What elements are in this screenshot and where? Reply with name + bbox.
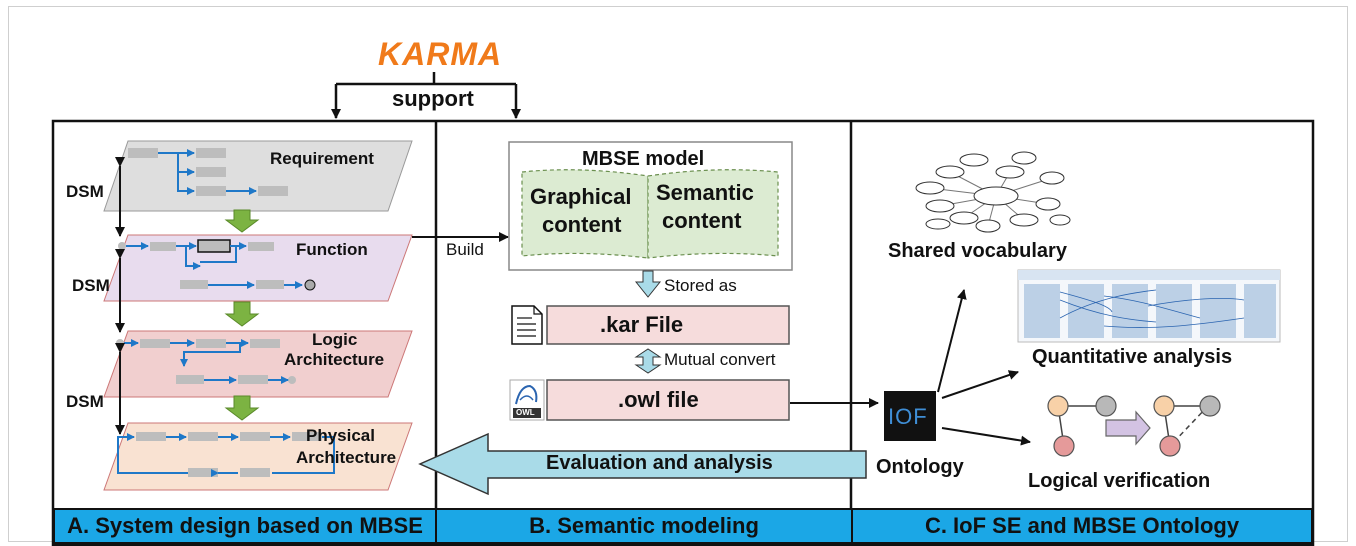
logic-label-line2: Architecture	[284, 350, 385, 369]
dsm-label-3: DSM	[66, 392, 104, 411]
kar-file-box	[546, 305, 790, 345]
physical-label-line1: Physical	[306, 426, 375, 445]
logic-flows	[124, 339, 289, 384]
support-label: support	[392, 86, 474, 111]
iof-logo	[884, 391, 936, 441]
graphical-line1: Graphical	[530, 184, 632, 209]
karma-logo: KARMA	[378, 36, 503, 72]
semantic-page	[647, 169, 779, 259]
panel-c-title: C. IoF SE and MBSE Ontology	[851, 508, 1313, 544]
owl-file-box	[546, 379, 790, 421]
evaluation-label: Evaluation and analysis	[546, 452, 773, 474]
requirement-flows	[158, 149, 257, 195]
logical-verification-graph	[1047, 395, 1221, 457]
physical-blocks	[136, 432, 322, 477]
kar-file-label: .kar File	[600, 312, 684, 337]
graphical-page	[521, 169, 649, 259]
physical-label-line2: Architecture	[296, 448, 397, 467]
panel-a-title: A. System design based on MBSE	[53, 508, 437, 544]
owl-icon-text: OWL	[516, 408, 535, 417]
logic-label-line1: Logic	[312, 330, 358, 349]
mutual-convert-label: Mutual convert	[664, 350, 776, 369]
ontology-label: Ontology	[876, 456, 964, 478]
ontology-arrows	[937, 289, 1031, 446]
stored-as-arrow	[634, 270, 662, 298]
document-icon	[511, 305, 543, 345]
panel-b-title: B. Semantic modeling	[435, 508, 853, 544]
stored-as-label: Stored as	[664, 276, 737, 295]
function-flows	[126, 242, 303, 289]
dsm-label-1: DSM	[66, 182, 104, 201]
requirement-layer	[103, 140, 413, 212]
graphical-line2: content	[542, 212, 622, 237]
mbse-model-title: MBSE model	[582, 148, 705, 170]
vocabulary-mindmap	[915, 151, 1071, 233]
function-label: Function	[296, 240, 368, 259]
quantitative-table	[1017, 269, 1281, 343]
quantitative-analysis-label: Quantitative analysis	[1032, 346, 1233, 368]
function-blocks	[118, 239, 284, 289]
physical-flows	[117, 433, 335, 477]
requirement-label: Requirement	[270, 149, 374, 168]
main-panel-border	[51, 119, 1315, 546]
layer-transition-arrows	[224, 209, 260, 421]
dsm-label-2: DSM	[72, 276, 110, 295]
iof-logo-text: IOF	[888, 404, 928, 429]
logical-verification-label: Logical verification	[1028, 470, 1211, 492]
mutual-convert-arrow	[634, 348, 662, 374]
semantic-line2: content	[662, 208, 742, 233]
shared-vocabulary-label: Shared vocabulary	[888, 240, 1067, 262]
build-label: Build	[446, 240, 484, 259]
evaluation-arrow	[418, 432, 867, 496]
requirement-blocks	[128, 148, 288, 196]
semantic-line1: Semantic	[656, 180, 754, 205]
owl-file-label: .owl file	[618, 387, 699, 412]
owl-icon	[509, 379, 545, 421]
